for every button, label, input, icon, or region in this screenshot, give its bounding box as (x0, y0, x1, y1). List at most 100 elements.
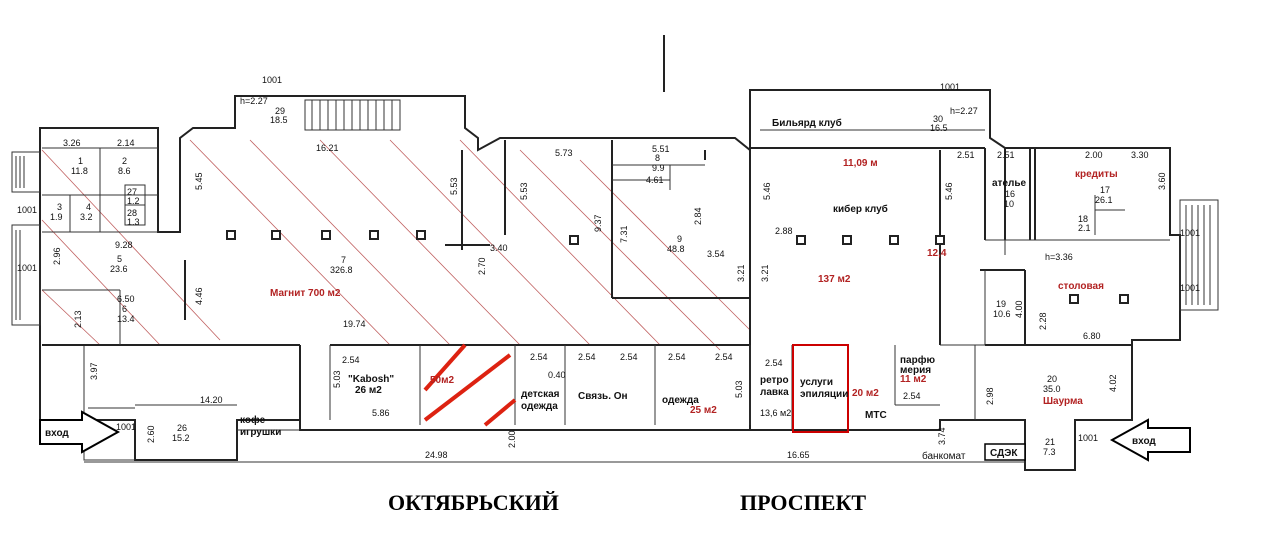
dim-label: 1001 (1078, 433, 1098, 443)
entrance-left-label: вход (45, 428, 69, 439)
dim-label: 5.73 (555, 148, 573, 158)
room-number: 27 (127, 187, 137, 197)
interior-walls (42, 129, 1170, 430)
epilation-highlight (792, 344, 849, 433)
room-number: 1 (78, 156, 83, 166)
dim-label: 14.20 (200, 395, 223, 405)
dim-label: 5.03 (734, 380, 744, 398)
room-area: 326.8 (330, 265, 353, 275)
room-area: 2.1 (1078, 223, 1091, 233)
room-number: 30 (933, 114, 943, 124)
room-number: 28 (127, 208, 137, 218)
cyber-side: 12,4 (927, 248, 947, 259)
dim-label: 24.98 (425, 450, 448, 460)
dim-label: 1001 (17, 263, 37, 273)
credits-label: кредиты (1075, 169, 1118, 180)
room-number: 4 (86, 202, 91, 212)
room-area: 13.4 (117, 314, 135, 324)
dim-label: 16.65 (787, 450, 810, 460)
room-number: 21 (1045, 437, 1055, 447)
entrance-right-label: вход (1132, 436, 1156, 447)
retro-label-1: ретро (760, 375, 789, 386)
dim-label: 7.31 (619, 225, 629, 243)
epilation-label-2: эпиляции (800, 389, 848, 400)
dim-label: 5.53 (449, 177, 459, 195)
room-number: 18 (1078, 214, 1088, 224)
columns (226, 230, 1129, 304)
dim-label: 1001 (116, 422, 136, 432)
street-left: ОКТЯБРЬСКИЙ (388, 490, 559, 515)
kabosh-name: "Kabosh" (348, 374, 394, 385)
dim-label: 4.46 (194, 287, 204, 305)
room-area: 16.5 (930, 123, 948, 133)
dimension-labels: 1001 1001 1001 1001 1001 1001 1001 1001 … (17, 75, 1200, 460)
dim-label: 9.37 (593, 214, 603, 232)
dim-label: 3.54 (707, 249, 725, 259)
outer-walls (39, 89, 1181, 471)
right-stairs (1179, 199, 1219, 311)
room-area: 11.8 (71, 166, 88, 176)
dim-label: 5.46 (762, 182, 772, 200)
room-number: 7 (341, 255, 346, 265)
room-area: 8.6 (118, 166, 131, 176)
dim-label: 5.53 (519, 182, 529, 200)
svyaz-label: Связь. Он (578, 391, 628, 402)
dim-label: 1001 (1180, 228, 1200, 238)
dim-label: 2.60 (146, 425, 156, 443)
dim-label: 2.14 (117, 138, 135, 148)
dim-label: 3.21 (736, 264, 746, 282)
entrance-left[interactable]: вход (39, 410, 121, 454)
coffee-label-1: кофе (240, 414, 266, 426)
canteen-label: столовая (1058, 281, 1104, 292)
kabosh-area: 26 м2 (355, 385, 382, 396)
vertical-dimension-labels: 5.45 5.53 5.53 2.96 2.13 4.46 2.70 9.37 … (52, 172, 1167, 448)
dim-label: h=2.27 (950, 106, 978, 116)
atelier-label: ателье (992, 178, 1027, 189)
room-area: 23.6 (110, 264, 128, 274)
dim-label: 0.40 (548, 370, 566, 380)
magnit-label: Магнит 700 м2 (270, 288, 341, 299)
dim-label: h=2.27 (240, 96, 268, 106)
dim-label: 2.28 (1038, 312, 1048, 330)
room-number: 26 (177, 423, 187, 433)
room-area: 10 (1004, 199, 1014, 209)
room-area: 18.5 (270, 115, 288, 125)
room-area: 48.8 (667, 244, 685, 254)
billiard-label: Бильярд клуб (772, 117, 842, 129)
coffee-label-2: игрушки (240, 427, 281, 438)
dim-label: 6.50 (117, 294, 135, 304)
room-number: 5 (117, 254, 122, 264)
dim-label: 5.86 (372, 408, 390, 418)
dim-label: 2.51 (997, 150, 1015, 160)
perfume-label-2: мерия (900, 365, 931, 376)
dim-label: 2.98 (985, 387, 995, 405)
left-stairs (11, 151, 41, 326)
free-unit-area: 50м2 (430, 375, 455, 386)
clothes-label: одежда (662, 395, 699, 406)
dim-label: h=3.36 (1045, 252, 1073, 262)
dim-label: 9.28 (115, 240, 133, 250)
dim-label: 1001 (262, 75, 282, 85)
dim-label: 3.26 (63, 138, 81, 148)
dim-label: 2.54 (620, 352, 638, 362)
room-number: 16 (1005, 189, 1015, 199)
cyber-label: кибер клуб (833, 203, 888, 215)
dim-label: 19.74 (343, 319, 366, 329)
dim-label: 2.88 (775, 226, 793, 236)
room-area: 15.2 (172, 433, 190, 443)
room-number: 29 (275, 106, 285, 116)
entrance-right[interactable]: вход (1109, 418, 1191, 462)
room-number: 9 (677, 234, 682, 244)
dim-label: 2.54 (668, 352, 686, 362)
sdek-label: СДЭК (990, 448, 1018, 459)
dim-label: 2.70 (477, 257, 487, 275)
dim-label: 4.00 (1014, 300, 1024, 318)
retro-label-2: лавка (760, 387, 789, 398)
kids-wear-label-1: детская (521, 389, 560, 400)
dim-label: 5.03 (332, 370, 342, 388)
free-unit-stripes (423, 343, 517, 427)
room-number: 2 (122, 156, 127, 166)
stairwell-29 (304, 99, 401, 131)
dim-label: 2.54 (342, 355, 360, 365)
